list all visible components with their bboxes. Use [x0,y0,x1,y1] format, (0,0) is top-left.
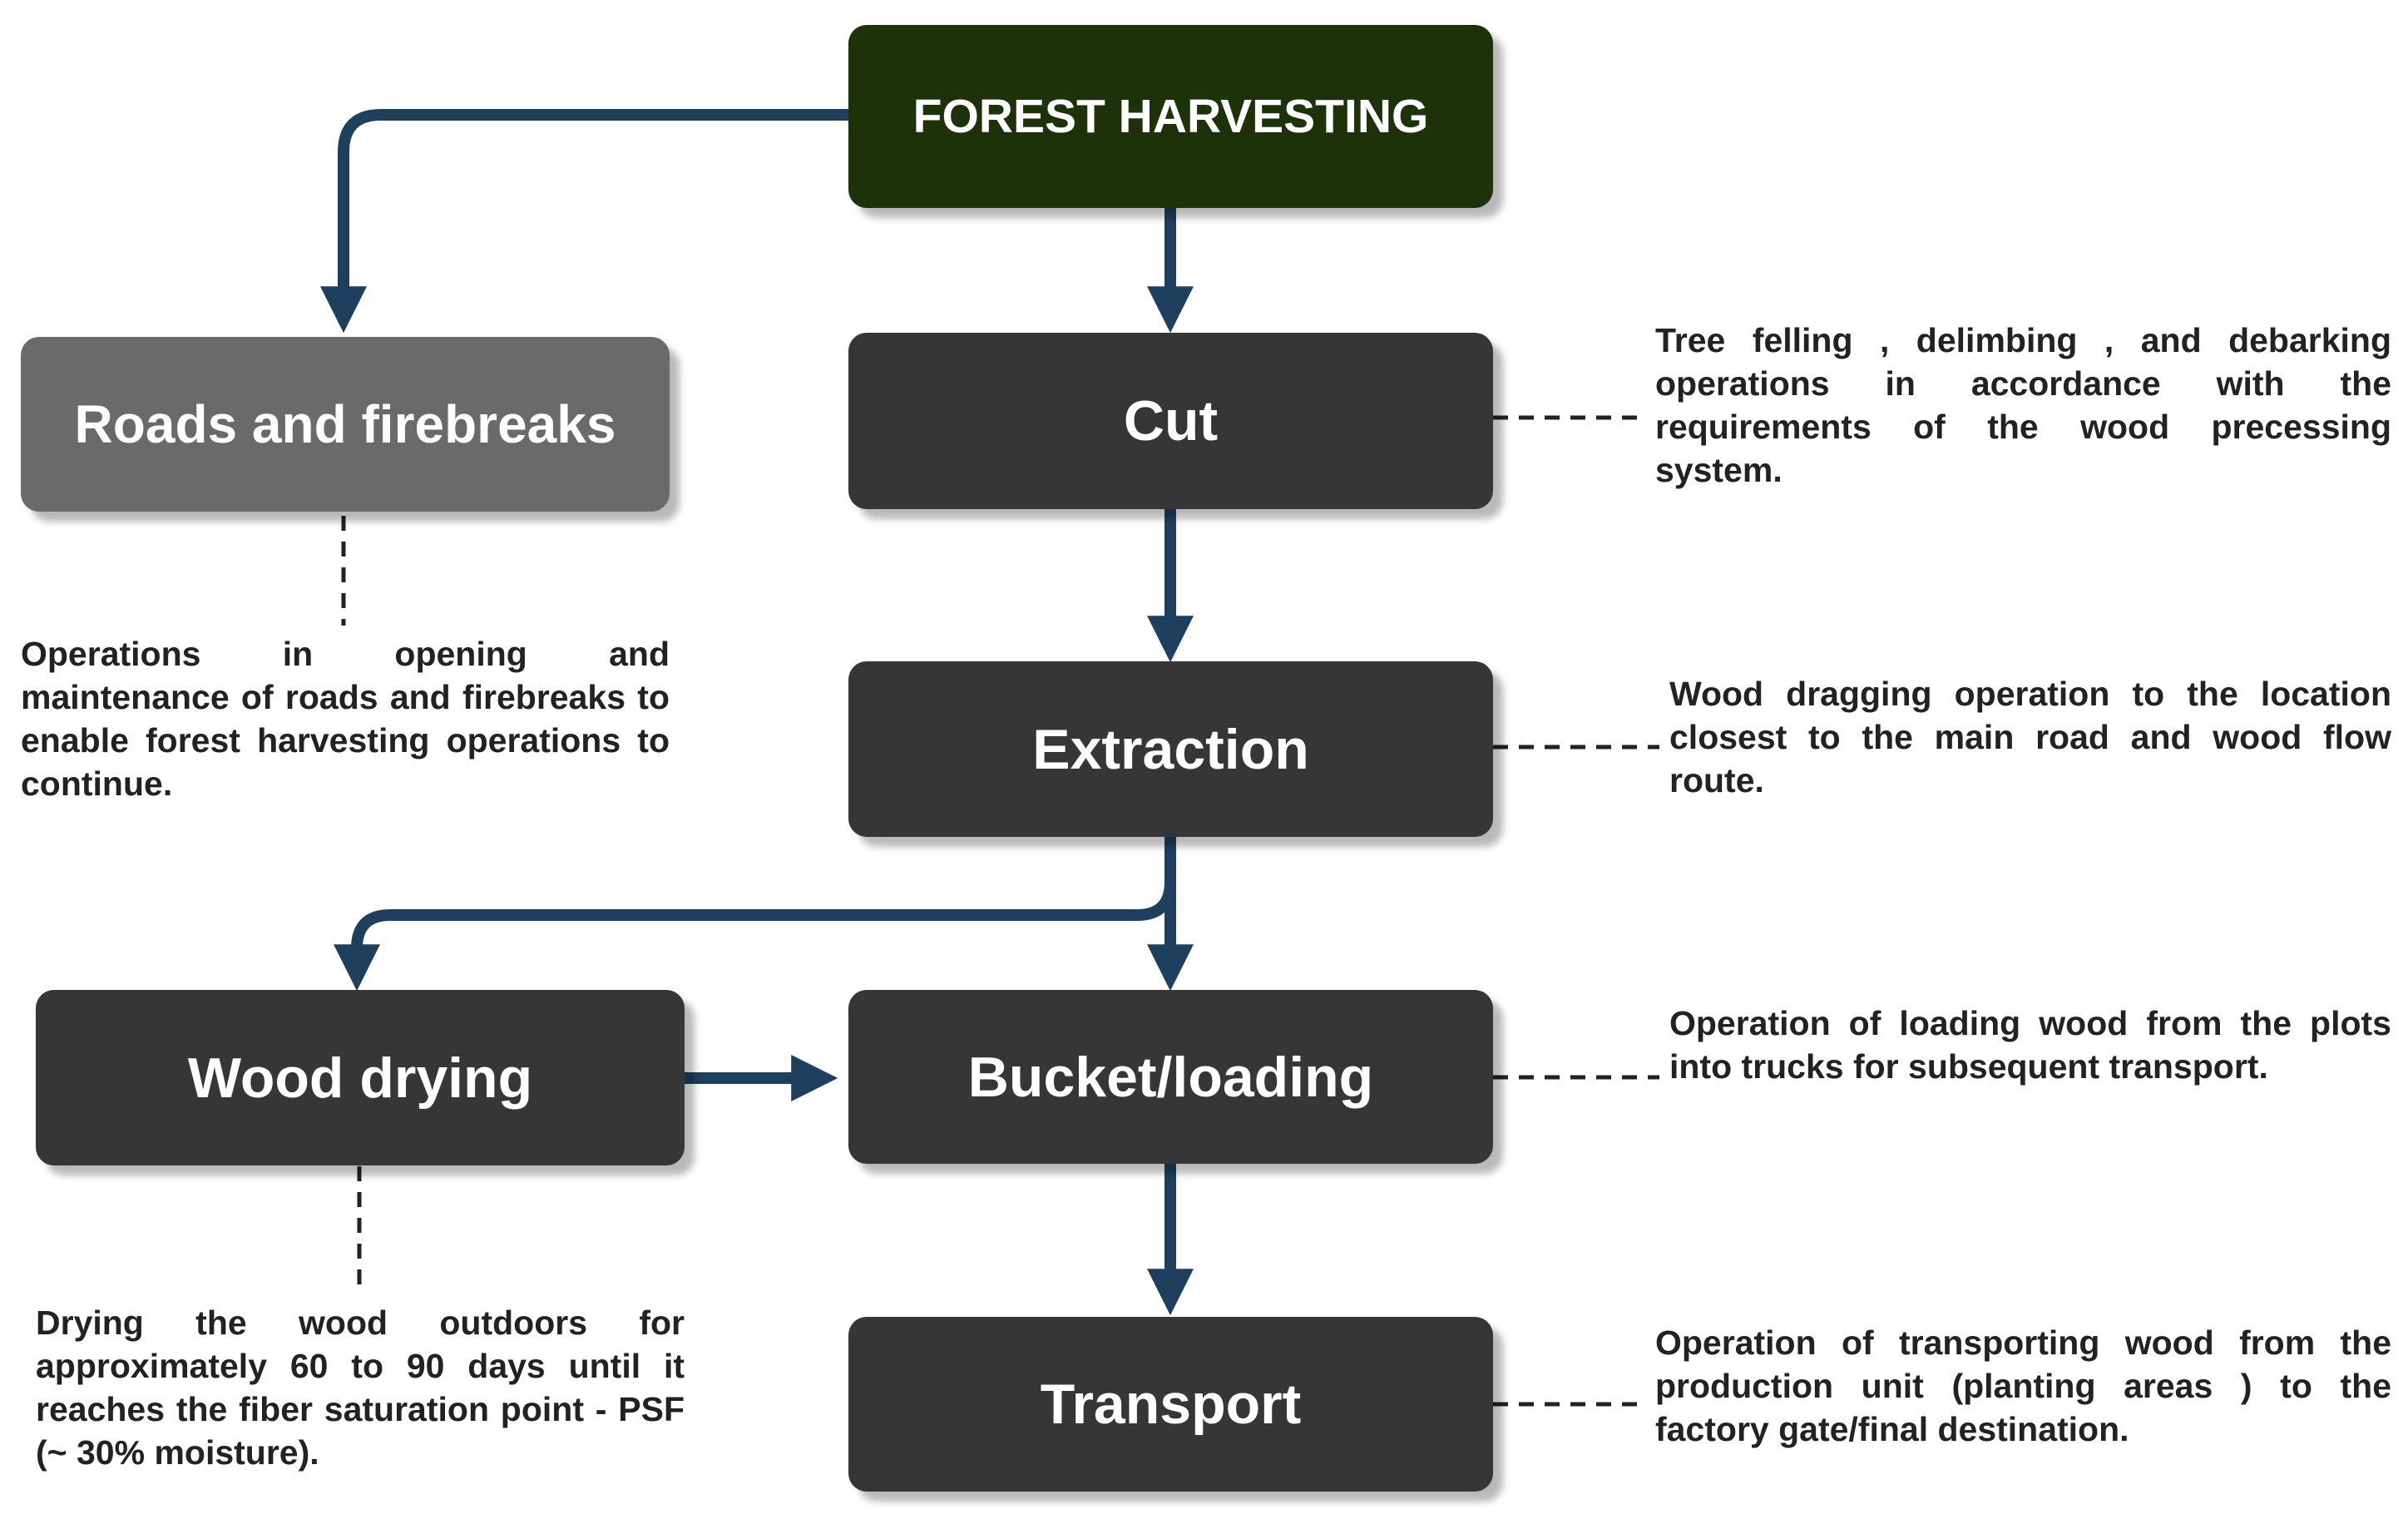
forest-harvesting-label: FOREST HARVESTING [912,90,1429,143]
transport-label: Transport [1040,1373,1302,1436]
wood-drying-description: Drying the wood outdoors for approximate… [36,1304,685,1472]
roads-firebreaks-label: Roads and firebreaks [74,394,616,454]
transport-description: Operation of transporting wood from the … [1655,1324,2391,1448]
cut-description: Tree felling , delimbing , and debarking… [1655,321,2391,489]
bucket-loading-description: Operation of loading wood from the plots… [1669,1004,2391,1086]
forest-harvesting-node: FOREST HARVESTING [848,25,1493,208]
extraction-description: Wood dragging operation to the location … [1669,675,2391,799]
cut-node: Cut [848,333,1493,509]
roads-firebreaks-node: Roads and firebreaks [21,337,670,512]
wood-drying-node: Wood drying [36,990,685,1165]
wood-drying-label: Wood drying [187,1046,533,1110]
arrow-harvest-to-roads [320,109,848,334]
extraction-label: Extraction [1032,717,1309,781]
cut-label: Cut [1123,389,1219,453]
roads-description: Operations in opening and maintenance of… [21,635,670,803]
arrow-extraction-to-drying [334,881,1176,992]
extraction-node: Extraction [848,661,1493,837]
transport-node: Transport [848,1317,1493,1492]
bucket-loading-node: Bucket/loading [848,990,1493,1164]
bucket-loading-label: Bucket/loading [967,1045,1374,1109]
